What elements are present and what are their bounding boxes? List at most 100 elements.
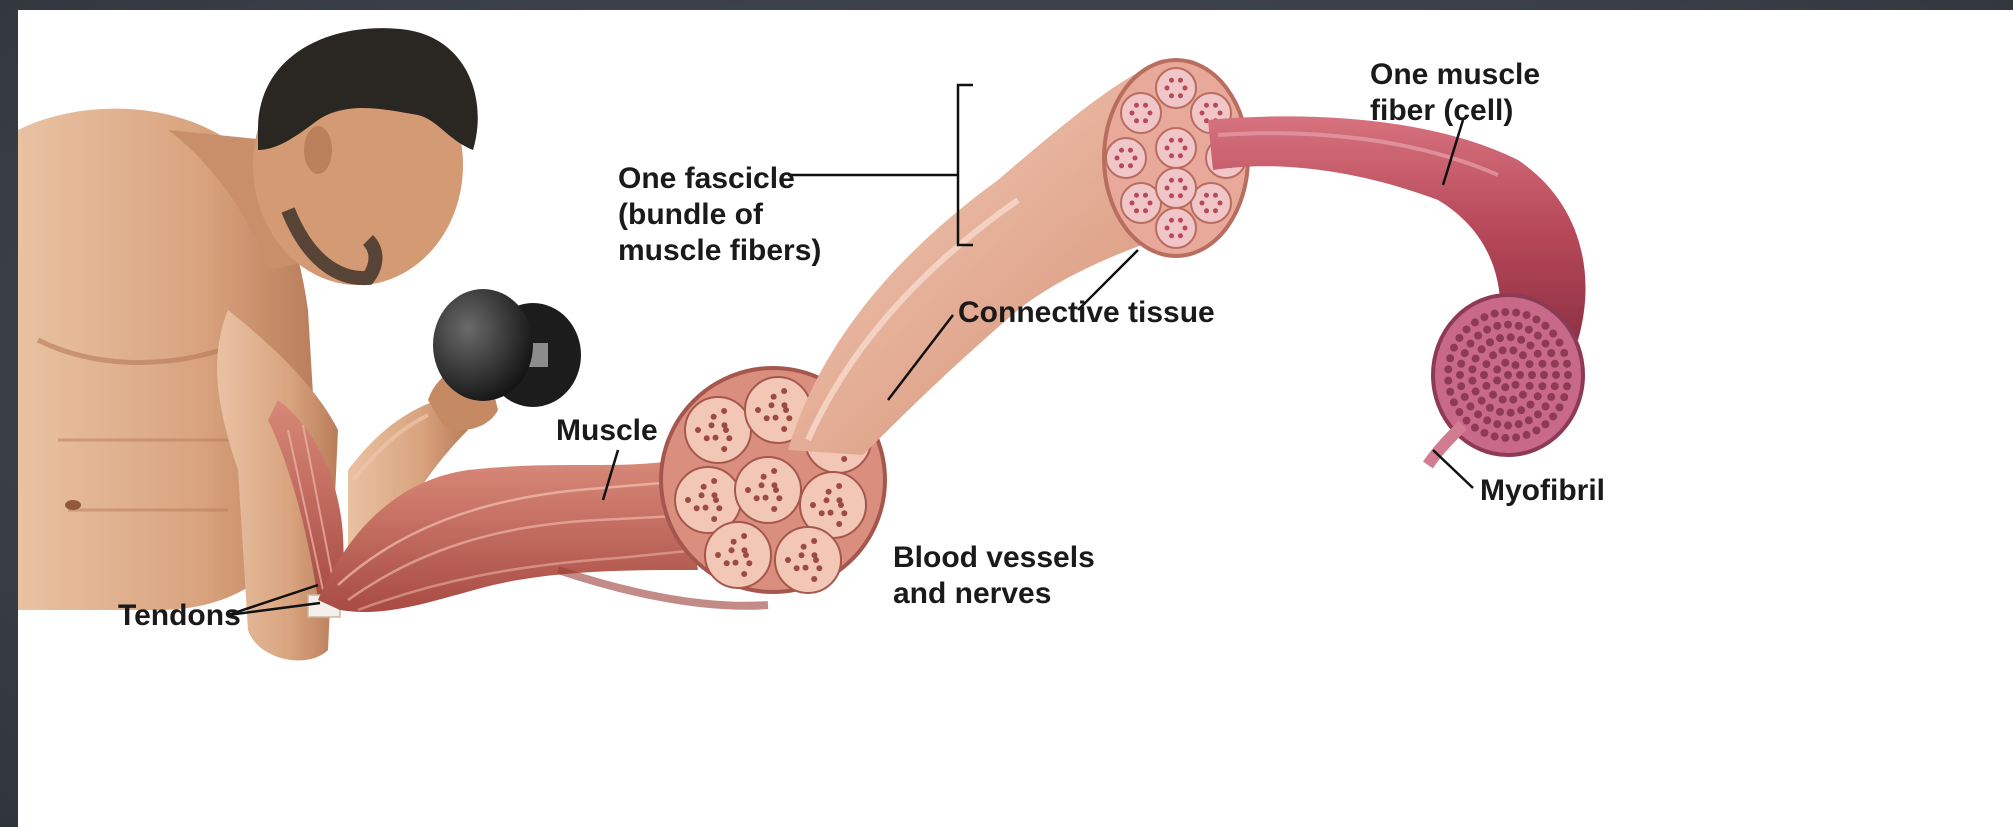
fiber-dot	[726, 435, 732, 441]
label-connective-tissue: Connective tissue	[958, 296, 1215, 329]
myofibril-dot	[1143, 208, 1148, 213]
myofibril-dot	[1455, 334, 1463, 342]
muscle-fiber-circle	[1156, 168, 1196, 208]
fiber-dot	[754, 495, 760, 501]
fiber-dot	[703, 505, 709, 511]
fiber-dot	[721, 446, 727, 452]
myofibril-dot	[1515, 420, 1523, 428]
fiber-dot	[810, 502, 816, 508]
fiber-dot	[764, 415, 770, 421]
illustration-panel: One fascicle (bundle of muscle fibers) O…	[18, 10, 2013, 827]
myofibril-dot	[1556, 403, 1564, 411]
fiber-dot	[761, 474, 767, 480]
myofibril-dot	[1491, 310, 1499, 318]
myofibril-dot	[1538, 360, 1546, 368]
myofibril-dot	[1178, 178, 1183, 183]
myofibril-dot	[1444, 365, 1452, 373]
fiber-dot	[695, 427, 701, 433]
myofibril-dot	[1169, 233, 1174, 238]
fiber-dot	[771, 506, 777, 512]
myofibril-dot	[1556, 339, 1564, 347]
fiber-dot	[794, 565, 800, 571]
myofibril-dot	[1463, 417, 1471, 425]
myofibril-dot	[1564, 371, 1572, 379]
fiber-dot	[771, 394, 777, 400]
myofibril-dot	[1478, 345, 1486, 353]
fiber-dot	[741, 533, 747, 539]
myofibril-dot	[1560, 393, 1568, 401]
myofibril-dot	[1526, 360, 1534, 368]
fascicle-bundle	[705, 522, 771, 588]
fiber-dot	[836, 521, 842, 527]
myofibril-dot	[1499, 346, 1507, 354]
myofibril-dot	[1165, 146, 1170, 151]
myofibril-dot	[1134, 193, 1139, 198]
fiber-dot	[741, 571, 747, 577]
myofibril-dot	[1183, 86, 1188, 91]
myofibril-dot	[1169, 218, 1174, 223]
fiber-dot	[785, 557, 791, 563]
myofibril-dot	[1501, 434, 1509, 442]
myofibril-dot	[1532, 426, 1540, 434]
myofibril-dot	[1511, 381, 1519, 389]
fiber-dot	[724, 560, 730, 566]
myofibril-strand	[1428, 425, 1463, 465]
fiber-dot	[715, 552, 721, 558]
fiber-dot	[711, 516, 717, 522]
myofibril-dot	[1504, 371, 1512, 379]
myofibril-dot	[1483, 326, 1491, 334]
myofibril-dot	[1534, 410, 1542, 418]
fiber-dot	[701, 484, 707, 490]
fiber-dot	[709, 422, 715, 428]
myofibril-dot	[1549, 412, 1557, 420]
fiber-dot	[801, 544, 807, 550]
myofibril-dot	[1547, 349, 1555, 357]
myofibril-dot	[1511, 361, 1519, 369]
myofibril-dot	[1169, 93, 1174, 98]
myofibril-dot	[1466, 402, 1474, 410]
myofibril-dot	[1450, 398, 1458, 406]
myofibril-dot	[1165, 186, 1170, 191]
myofibril-dot	[1526, 341, 1534, 349]
myofibril-dot	[1472, 387, 1480, 395]
fiber-dot	[699, 492, 705, 498]
label-one-fascicle: One fascicle	[618, 162, 795, 195]
myofibril-dot	[1540, 371, 1548, 379]
fiber-dot	[716, 505, 722, 511]
myofibril-dot	[1456, 371, 1464, 379]
fiber-dot	[781, 402, 787, 408]
myofibril-dot	[1563, 382, 1571, 390]
fiber-dot	[811, 552, 817, 558]
myofibril-dot	[1501, 383, 1509, 391]
myofibril-dot	[1534, 332, 1542, 340]
myofibril-dot	[1493, 420, 1501, 428]
myofibril-dot	[1538, 382, 1546, 390]
myofibril-dot	[1468, 377, 1476, 385]
myofibril-dot	[1523, 431, 1531, 439]
dumbbell	[433, 289, 581, 407]
label-muscle: Muscle	[556, 414, 658, 447]
myofibril-dot	[1133, 156, 1138, 161]
fiber-dot	[828, 510, 834, 516]
fascicle-bundle	[735, 457, 801, 523]
myofibril-dot	[1507, 409, 1515, 417]
fiber-dot	[694, 505, 700, 511]
myofibril-dot	[1515, 322, 1523, 330]
myofibril-dot	[1457, 360, 1465, 368]
fiber-dot	[729, 547, 735, 553]
myofibril-dot	[1134, 118, 1139, 123]
myofibril-dot	[1519, 391, 1527, 399]
myofibril-dot	[1204, 193, 1209, 198]
myofibril-dot	[1501, 359, 1509, 367]
fiber-dot	[731, 539, 737, 545]
myofibril-dot	[1134, 103, 1139, 108]
fiber-dot	[771, 468, 777, 474]
myofibril-dot	[1178, 138, 1183, 143]
navel	[65, 500, 81, 510]
fiber-dot	[685, 497, 691, 503]
myofibril-dot	[1468, 365, 1476, 373]
myofibril-dot	[1489, 351, 1497, 359]
myofibril-dot	[1165, 226, 1170, 231]
myofibril-dot	[1204, 103, 1209, 108]
myofibril-dot	[1532, 316, 1540, 324]
